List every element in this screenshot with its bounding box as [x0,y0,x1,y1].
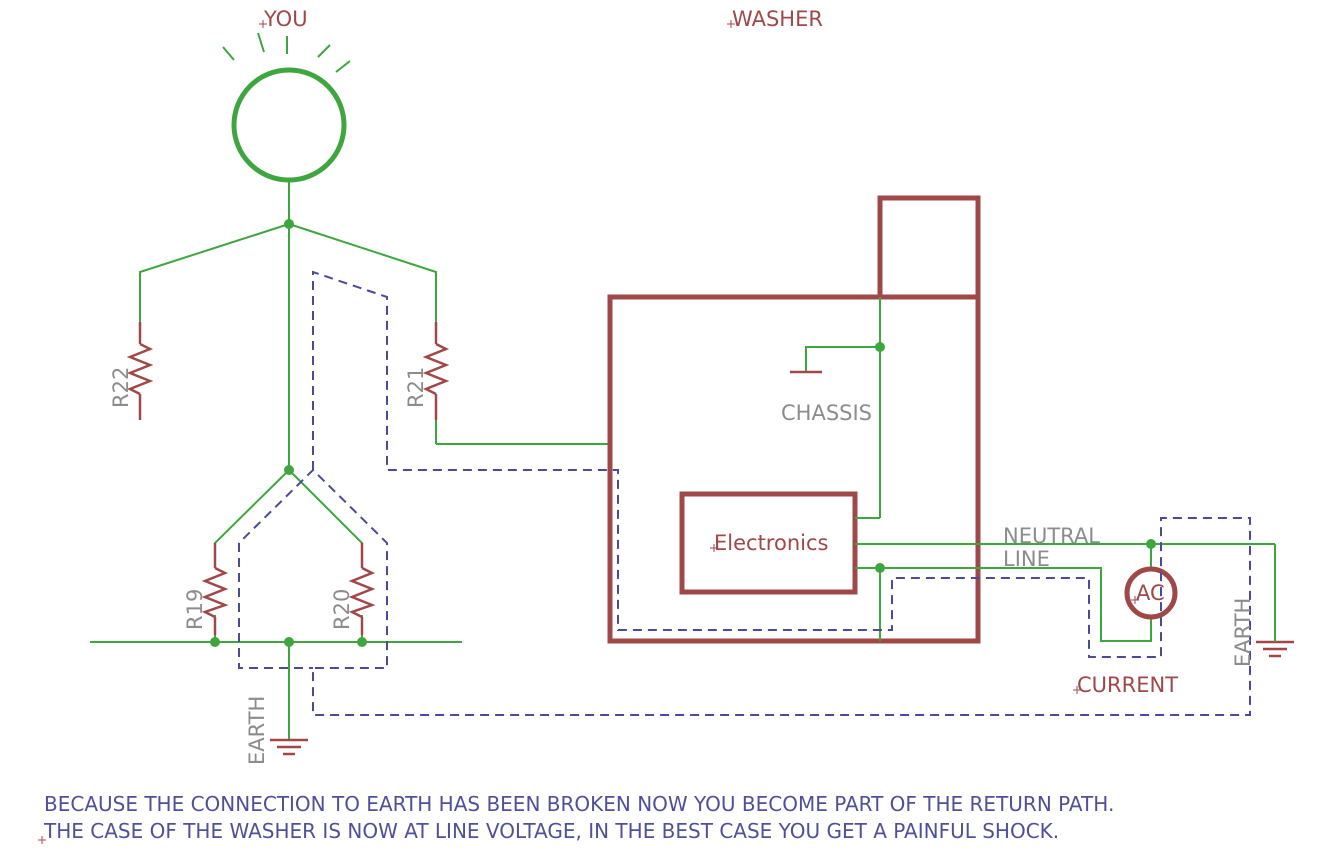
line-label: LINE [1003,547,1050,571]
washer-label: WASHER [732,7,823,31]
washer-body [607,195,981,644]
person-head [231,67,347,183]
earth-label-right: EARTH [1231,598,1255,667]
shock-rays [222,32,351,73]
line-wire [855,567,1152,642]
earth-label-left: EARTH [245,696,269,765]
junction-floor-mid [284,637,294,647]
junction-neck [284,219,294,229]
current-path [238,270,1251,716]
resistor-r20 [348,543,376,635]
r20-label: R20 [330,589,354,630]
ground-icon-left [270,738,308,756]
electronics-label: Electronics [714,531,828,555]
explanation-line-1: BECAUSE THE CONNECTION TO EARTH HAS BEEN… [44,792,1114,816]
r22-label: R22 [109,367,133,408]
ground-icon-right [1256,640,1294,658]
r19-label: R19 [183,589,207,630]
junction-hip [284,465,294,475]
you-label: YOU [263,7,308,31]
r21-label: R21 [404,367,428,408]
current-label: CURRENT [1077,673,1178,697]
junction-floor-left [210,637,220,647]
chassis-label: CHASSIS [781,401,872,425]
right-leg-wire [288,469,363,568]
left-leg-wire [214,469,290,568]
right-arm-wire [288,223,437,322]
junction-floor-right [357,637,367,647]
explanation-line-2: THE CASE OF THE WASHER IS NOW AT LINE VO… [43,819,1059,843]
origin-marks [38,20,1139,844]
resistor-r22 [126,322,154,420]
left-arm-wire [139,223,290,322]
neutral-label: NEUTRAL [1003,524,1100,548]
ac-source-icon [1124,566,1178,620]
resistor-r21 [422,322,450,420]
ac-label: AC [1136,581,1165,605]
resistor-r19 [201,543,229,635]
